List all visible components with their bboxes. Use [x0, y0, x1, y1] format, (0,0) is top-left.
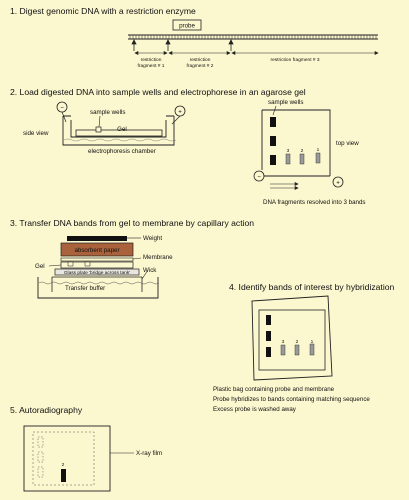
sample-wells-label-side: sample wells [90, 109, 125, 116]
step4-title: 4. Identify bands of interest by hybridi… [229, 282, 395, 292]
top-view-wells [270, 117, 276, 165]
hybridization-lane-numbers: 3 2 1 [282, 339, 314, 345]
svg-text:1: 1 [317, 147, 320, 153]
wick-label: Wick [143, 267, 157, 274]
autoradiograph-lane-number: 2 [62, 462, 65, 468]
sample-wells-pointer [98, 115, 101, 128]
negative-electrode-side: − [56, 101, 68, 123]
svg-text:2: 2 [301, 148, 304, 154]
autoradiograph-band [61, 469, 66, 482]
chamber-label: electrophoresis chamber [88, 148, 156, 155]
glass-plate-label: Glass plate 'bridge across tank' [64, 270, 130, 276]
transfer-gel: Gel [35, 261, 134, 270]
top-view-bands [285, 152, 321, 165]
buffer-tank [37, 277, 160, 299]
gel-top-view [261, 109, 331, 177]
membrane-label: Membrane [143, 254, 173, 261]
gel-slab-side: Gel [75, 126, 163, 137]
step1-title: 1. Digest genomic DNA with a restriction… [10, 6, 196, 16]
wick: Wick [51, 267, 157, 292]
hybridization-caption-1: Plastic bag containing probe and membran… [213, 386, 335, 393]
glass-plate: Glass plate 'bridge across tank' [54, 268, 140, 276]
top-view-label: top view [336, 140, 359, 147]
transfer-membrane: Membrane [60, 254, 173, 262]
xray-film [23, 425, 111, 492]
svg-text:−: − [60, 105, 64, 112]
positive-electrode-side: + [171, 105, 186, 125]
fragment-spans [134, 51, 379, 55]
fragment1-label-line1: restriction [141, 57, 162, 63]
hybridization-caption-3: Excess probe is washed away [213, 406, 297, 413]
migration-arrows [270, 182, 299, 190]
probe-label: probe [179, 23, 195, 30]
fragment2-label-line1: restriction [190, 57, 211, 63]
side-view-label: side view [23, 130, 49, 137]
restriction-site-arrows [131, 39, 234, 51]
svg-text:2: 2 [296, 339, 299, 345]
hybridization-bag [251, 295, 333, 381]
step2-title: 2. Load digested DNA into sample wells a… [10, 87, 306, 97]
gel-label-side: Gel [117, 126, 127, 133]
step5-title: 5. Autoradiography [10, 405, 83, 415]
hybridization-bands [280, 343, 315, 356]
xray-film-label: X-ray film [136, 450, 162, 457]
positive-electrode-top: + [332, 176, 344, 188]
fragment2-label-line2: fragment # 2 [187, 63, 214, 69]
svg-text:3: 3 [287, 148, 290, 154]
absorbent-paper-label: absorbent paper [74, 247, 119, 254]
fragments-caption: DNA fragments resolved into 3 bands [263, 199, 366, 206]
hybridization-wells [266, 315, 271, 357]
fragment1-label-line2: fragment # 1 [138, 63, 165, 69]
svg-text:1: 1 [311, 339, 314, 345]
electrophoresis-chamber-side [62, 115, 175, 146]
negative-electrode-top: − [253, 170, 265, 182]
svg-text:−: − [257, 174, 261, 181]
autoradiograph-well-outlines [37, 436, 44, 478]
fragment3-label: restriction fragment # 3 [270, 57, 319, 63]
svg-text:+: + [178, 109, 182, 116]
sample-wells-pointer-top [272, 105, 277, 116]
hybridization-caption-2: Probe hybridizes to bands containing mat… [213, 396, 370, 403]
svg-text:3: 3 [282, 339, 285, 345]
step3-title: 3. Transfer DNA bands from gel to membra… [10, 218, 254, 228]
gel-label-transfer: Gel [35, 263, 45, 270]
transfer-buffer-label: Transfer buffer [65, 285, 105, 292]
transfer-weight: Weight [67, 235, 162, 242]
sample-wells-label-top: sample wells [268, 99, 303, 106]
svg-text:+: + [336, 180, 340, 187]
dna-strand [128, 34, 378, 40]
electrophoresis-chamber-buffer [63, 138, 177, 142]
absorbent-paper: absorbent paper [60, 242, 134, 257]
top-view-lane-numbers: 3 2 1 [287, 147, 320, 154]
probe-box: probe [172, 19, 202, 31]
weight-label: Weight [143, 235, 162, 242]
